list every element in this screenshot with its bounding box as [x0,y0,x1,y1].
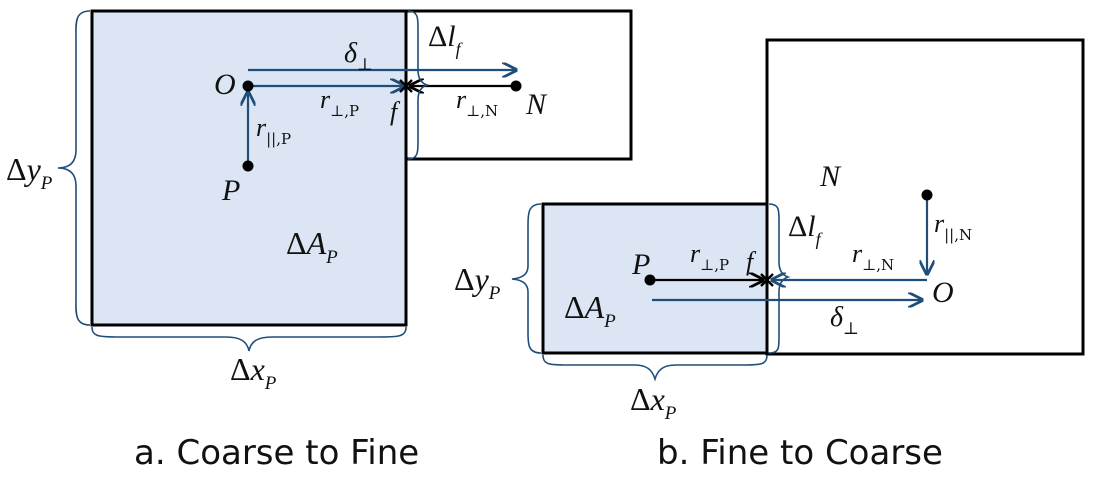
label-dy-b: ΔyP [454,261,501,304]
neighbor-cell-b [765,38,1085,356]
caption-b: b. Fine to Coarse [657,433,943,473]
label-o-b: O [932,276,954,309]
label-dx-b: ΔxP [630,381,677,424]
point-p-b [644,274,656,286]
label-delta-perp-b: δ⊥ [830,302,859,339]
label-r-perp-n-a: r⊥,N [456,85,498,120]
brace-dx-a [91,326,407,352]
cell-p-b [541,202,769,355]
point-o-a [242,80,254,92]
face-cross-a [399,79,413,93]
face-cross-b [760,273,774,287]
brace-dl-a [407,10,430,160]
label-da-a: ΔAP [286,225,338,268]
caption-a: a. Coarse to Fine [134,433,419,473]
label-f-b: f [746,247,757,276]
label-delta-perp-a: δ⊥ [344,38,373,75]
brace-dl-b [768,203,791,354]
label-da-b: ΔAP [564,289,616,332]
label-n-a: N [525,88,548,121]
brace-dx-b [542,354,768,382]
brace-dy-b [511,203,542,354]
label-r-perp-n-b: r⊥,N [852,239,894,274]
label-dl-a: Δlf [428,20,464,59]
point-p-a [242,160,254,172]
point-n-a [510,80,522,92]
point-n-b [921,189,933,201]
label-r-par-p-a: r||,P [256,113,291,148]
label-n-b: N [819,160,842,193]
label-r-perp-p-a: r⊥,P [320,85,359,120]
label-p-b: P [631,248,650,281]
label-dy-a: ΔyP [6,151,53,194]
label-o-a: O [214,68,236,101]
label-r-par-n-b: r||,N [934,209,972,244]
panel-a: O P N f δ⊥ r⊥,P r⊥,N r||,P Δlf ΔyP ΔAP Δ… [6,9,633,473]
brace-dy-a [57,10,91,326]
panel-b: N P O f r⊥,P r⊥,N r||,N δ⊥ Δlf ΔyP ΔAP Δ… [454,38,1085,473]
label-f-a: f [390,97,401,126]
label-p-a: P [221,174,240,207]
label-r-perp-p-b: r⊥,P [690,239,729,274]
label-dl-b: Δlf [788,210,824,249]
label-dx-a: ΔxP [230,351,277,394]
